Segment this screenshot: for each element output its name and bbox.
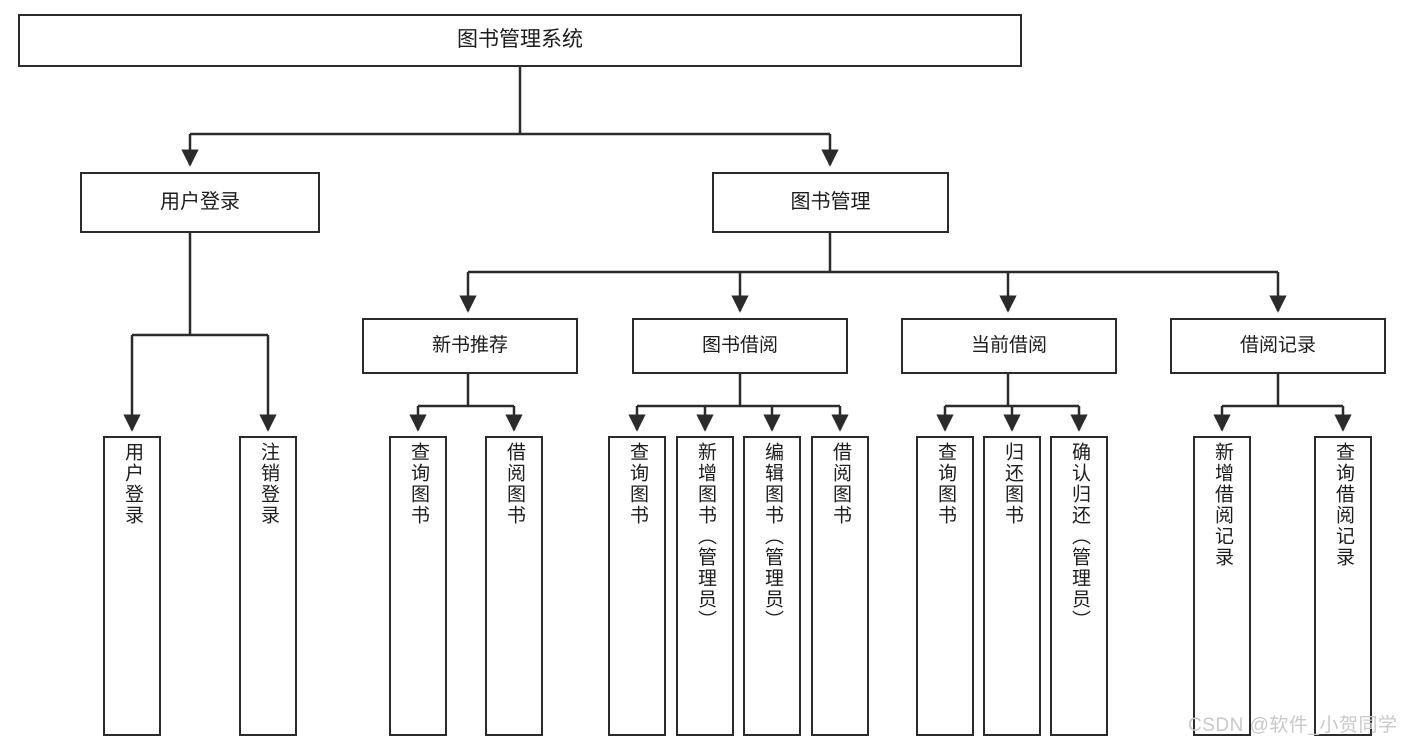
node-label: 图书管理系统 — [457, 28, 583, 52]
node-label: 编辑图书（管理员） — [761, 442, 783, 631]
node-label: 图书借阅 — [701, 335, 778, 357]
node-leaf-user-login[interactable]: 用户登录 — [103, 436, 161, 736]
node-leaf-add-book[interactable]: 新增图书（管理员） — [676, 436, 734, 736]
node-leaf-query-book-1[interactable]: 查询图书 — [389, 436, 447, 736]
node-label: 查询借阅记录 — [1332, 442, 1354, 568]
node-label: 查询图书 — [626, 442, 648, 526]
node-label: 归还图书 — [1001, 442, 1023, 526]
node-label: 新增图书（管理员） — [694, 442, 716, 631]
node-leaf-return-book[interactable]: 归还图书 — [983, 436, 1041, 736]
node-borrow-record[interactable]: 借阅记录 — [1170, 318, 1386, 374]
node-leaf-query-book-2[interactable]: 查询图书 — [608, 436, 666, 736]
node-label: 查询图书 — [407, 442, 429, 526]
node-book-manage[interactable]: 图书管理 — [712, 172, 949, 233]
node-leaf-edit-book[interactable]: 编辑图书（管理员） — [743, 436, 801, 736]
node-root[interactable]: 图书管理系统 — [18, 14, 1022, 67]
node-leaf-query-book-3[interactable]: 查询图书 — [916, 436, 974, 736]
node-label: 借阅图书 — [503, 442, 525, 526]
node-label: 新书推荐 — [431, 335, 508, 357]
node-label: 借阅记录 — [1239, 335, 1316, 357]
node-label: 用户登录 — [121, 442, 143, 526]
node-leaf-borrow-book-1[interactable]: 借阅图书 — [485, 436, 543, 736]
node-label: 当前借阅 — [970, 335, 1047, 357]
node-label: 确认归还（管理员） — [1068, 442, 1090, 631]
node-user-login[interactable]: 用户登录 — [80, 172, 320, 233]
watermark: CSDN @软件_小贺同学 — [1188, 715, 1398, 736]
node-leaf-logout[interactable]: 注销登录 — [239, 436, 297, 736]
node-label: 查询图书 — [934, 442, 956, 526]
node-book-borrow[interactable]: 图书借阅 — [632, 318, 848, 374]
node-leaf-confirm-return[interactable]: 确认归还（管理员） — [1050, 436, 1108, 736]
node-label: 图书管理 — [790, 191, 871, 213]
node-label: 注销登录 — [257, 442, 279, 526]
node-leaf-borrow-book-2[interactable]: 借阅图书 — [811, 436, 869, 736]
node-new-book-recommend[interactable]: 新书推荐 — [362, 318, 578, 374]
node-leaf-query-record[interactable]: 查询借阅记录 — [1314, 436, 1372, 736]
node-label: 借阅图书 — [829, 442, 851, 526]
node-label: 新增借阅记录 — [1211, 442, 1233, 568]
node-leaf-add-record[interactable]: 新增借阅记录 — [1193, 436, 1251, 736]
node-current-borrow[interactable]: 当前借阅 — [901, 318, 1117, 374]
node-label: 用户登录 — [160, 191, 240, 213]
